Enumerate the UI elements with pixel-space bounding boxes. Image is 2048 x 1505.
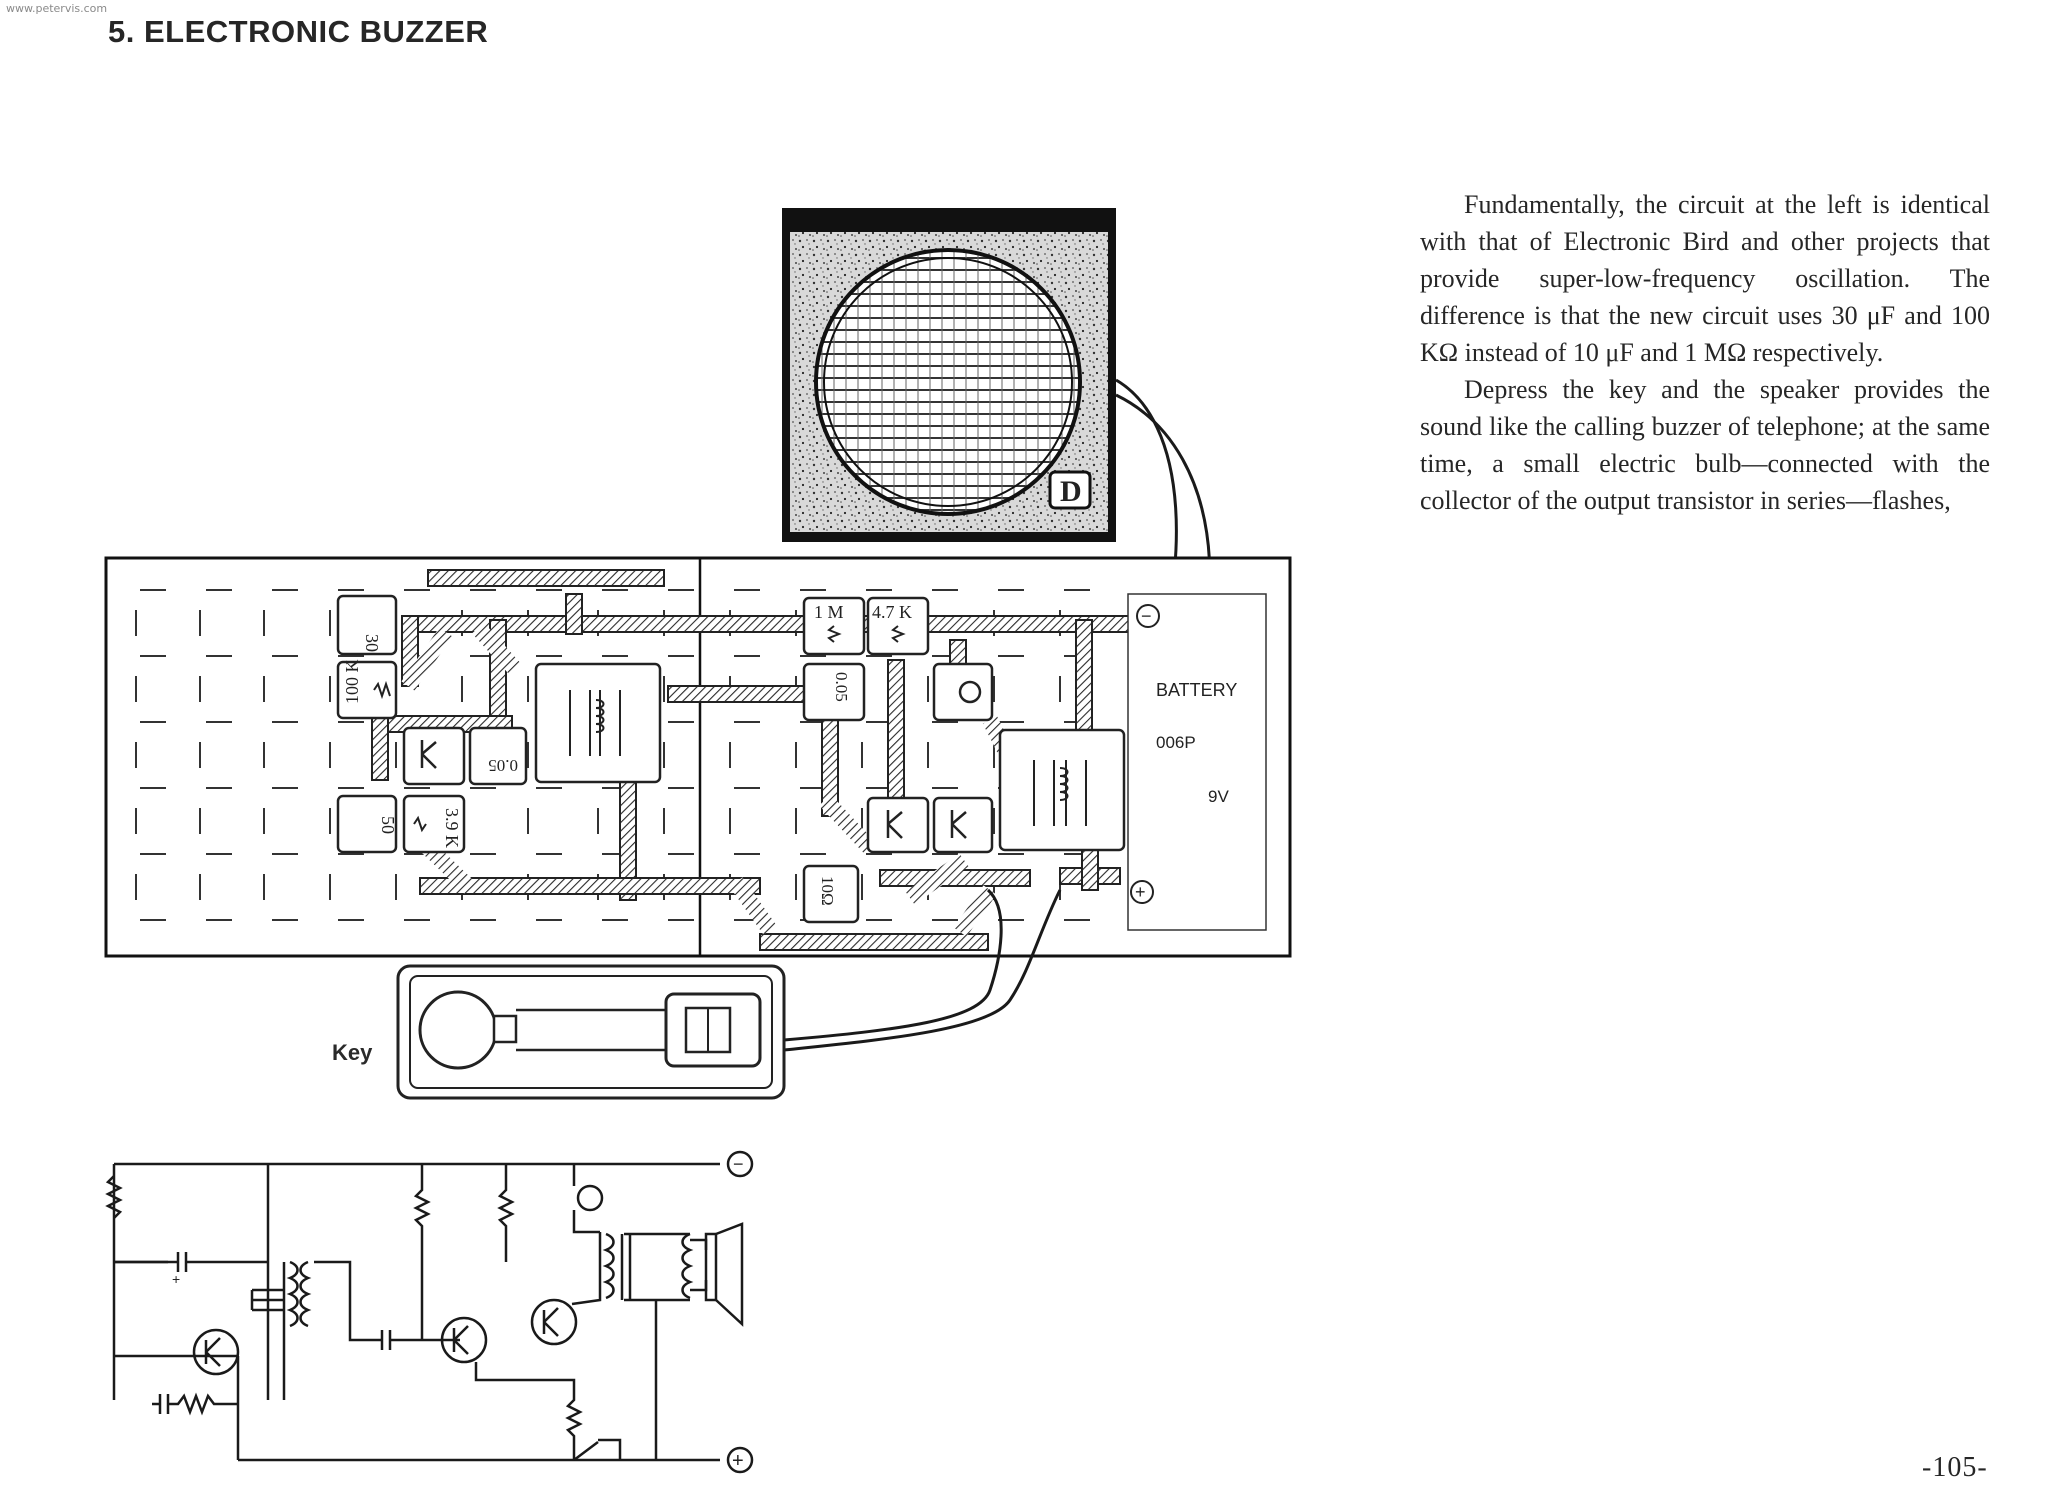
paragraph-1: Fundamentally, the circuit at the left i… (1420, 190, 1990, 367)
capacitor-005a: 0.05 (468, 726, 528, 786)
svg-text:−: − (1141, 606, 1152, 626)
resistor-1m: 1 M (802, 596, 866, 656)
svg-text:9V: 9V (1208, 787, 1229, 806)
transistor-q2 (866, 796, 930, 854)
svg-text:+: + (732, 1450, 744, 1472)
svg-text:D: D (1060, 475, 1082, 508)
svg-text:+: + (1135, 882, 1146, 902)
svg-text:1 M: 1 M (814, 602, 844, 622)
transistor-q1 (402, 726, 466, 786)
resistor-47k: 4.7 K (866, 596, 930, 656)
resistor-10: 10Ω (802, 864, 860, 924)
page-number: -105- (1922, 1452, 1988, 1483)
key-label: Key (332, 1040, 373, 1065)
battery: − + BATTERY 006P 9V (1127, 593, 1267, 931)
svg-text:4.7 K: 4.7 K (872, 602, 912, 622)
svg-text:BATTERY: BATTERY (1156, 680, 1237, 700)
svg-text:10Ω: 10Ω (818, 876, 837, 906)
capacitor-005b: 0.05 (802, 662, 866, 722)
svg-text:3.9 K: 3.9 K (442, 808, 462, 848)
capacitor-30: 30 (336, 594, 398, 656)
site-watermark: www.petervis.com (6, 2, 108, 15)
transformer-1 (534, 662, 662, 784)
svg-text:006P: 006P (1156, 733, 1196, 752)
svg-text:0.05: 0.05 (488, 756, 518, 775)
page-heading: 5. ELECTRONIC BUZZER (108, 14, 489, 49)
speaker: D (782, 208, 1116, 542)
svg-text:0.05: 0.05 (832, 672, 851, 702)
svg-text:100 K: 100 K (342, 660, 362, 705)
key-switch (396, 964, 786, 1100)
description: Fundamentally, the circuit at the left i… (1420, 186, 1990, 519)
resistor-39k: 3.9 K (402, 794, 466, 854)
key-wires (783, 888, 1062, 1052)
schematic (105, 1162, 744, 1462)
paragraph-2: Depress the key and the speaker provides… (1420, 375, 1990, 515)
transformer-2 (998, 728, 1126, 852)
capacitor-50: 50 (336, 794, 398, 854)
schematic-terminals: − + + (172, 1150, 754, 1474)
transistor-q3 (932, 796, 994, 854)
svg-text:30: 30 (362, 634, 382, 652)
svg-text:−: − (733, 1154, 744, 1174)
bulb (932, 662, 994, 722)
svg-text:50: 50 (378, 816, 398, 834)
resistor-100k: 100 K (336, 660, 398, 720)
svg-text:+: + (172, 1271, 180, 1287)
